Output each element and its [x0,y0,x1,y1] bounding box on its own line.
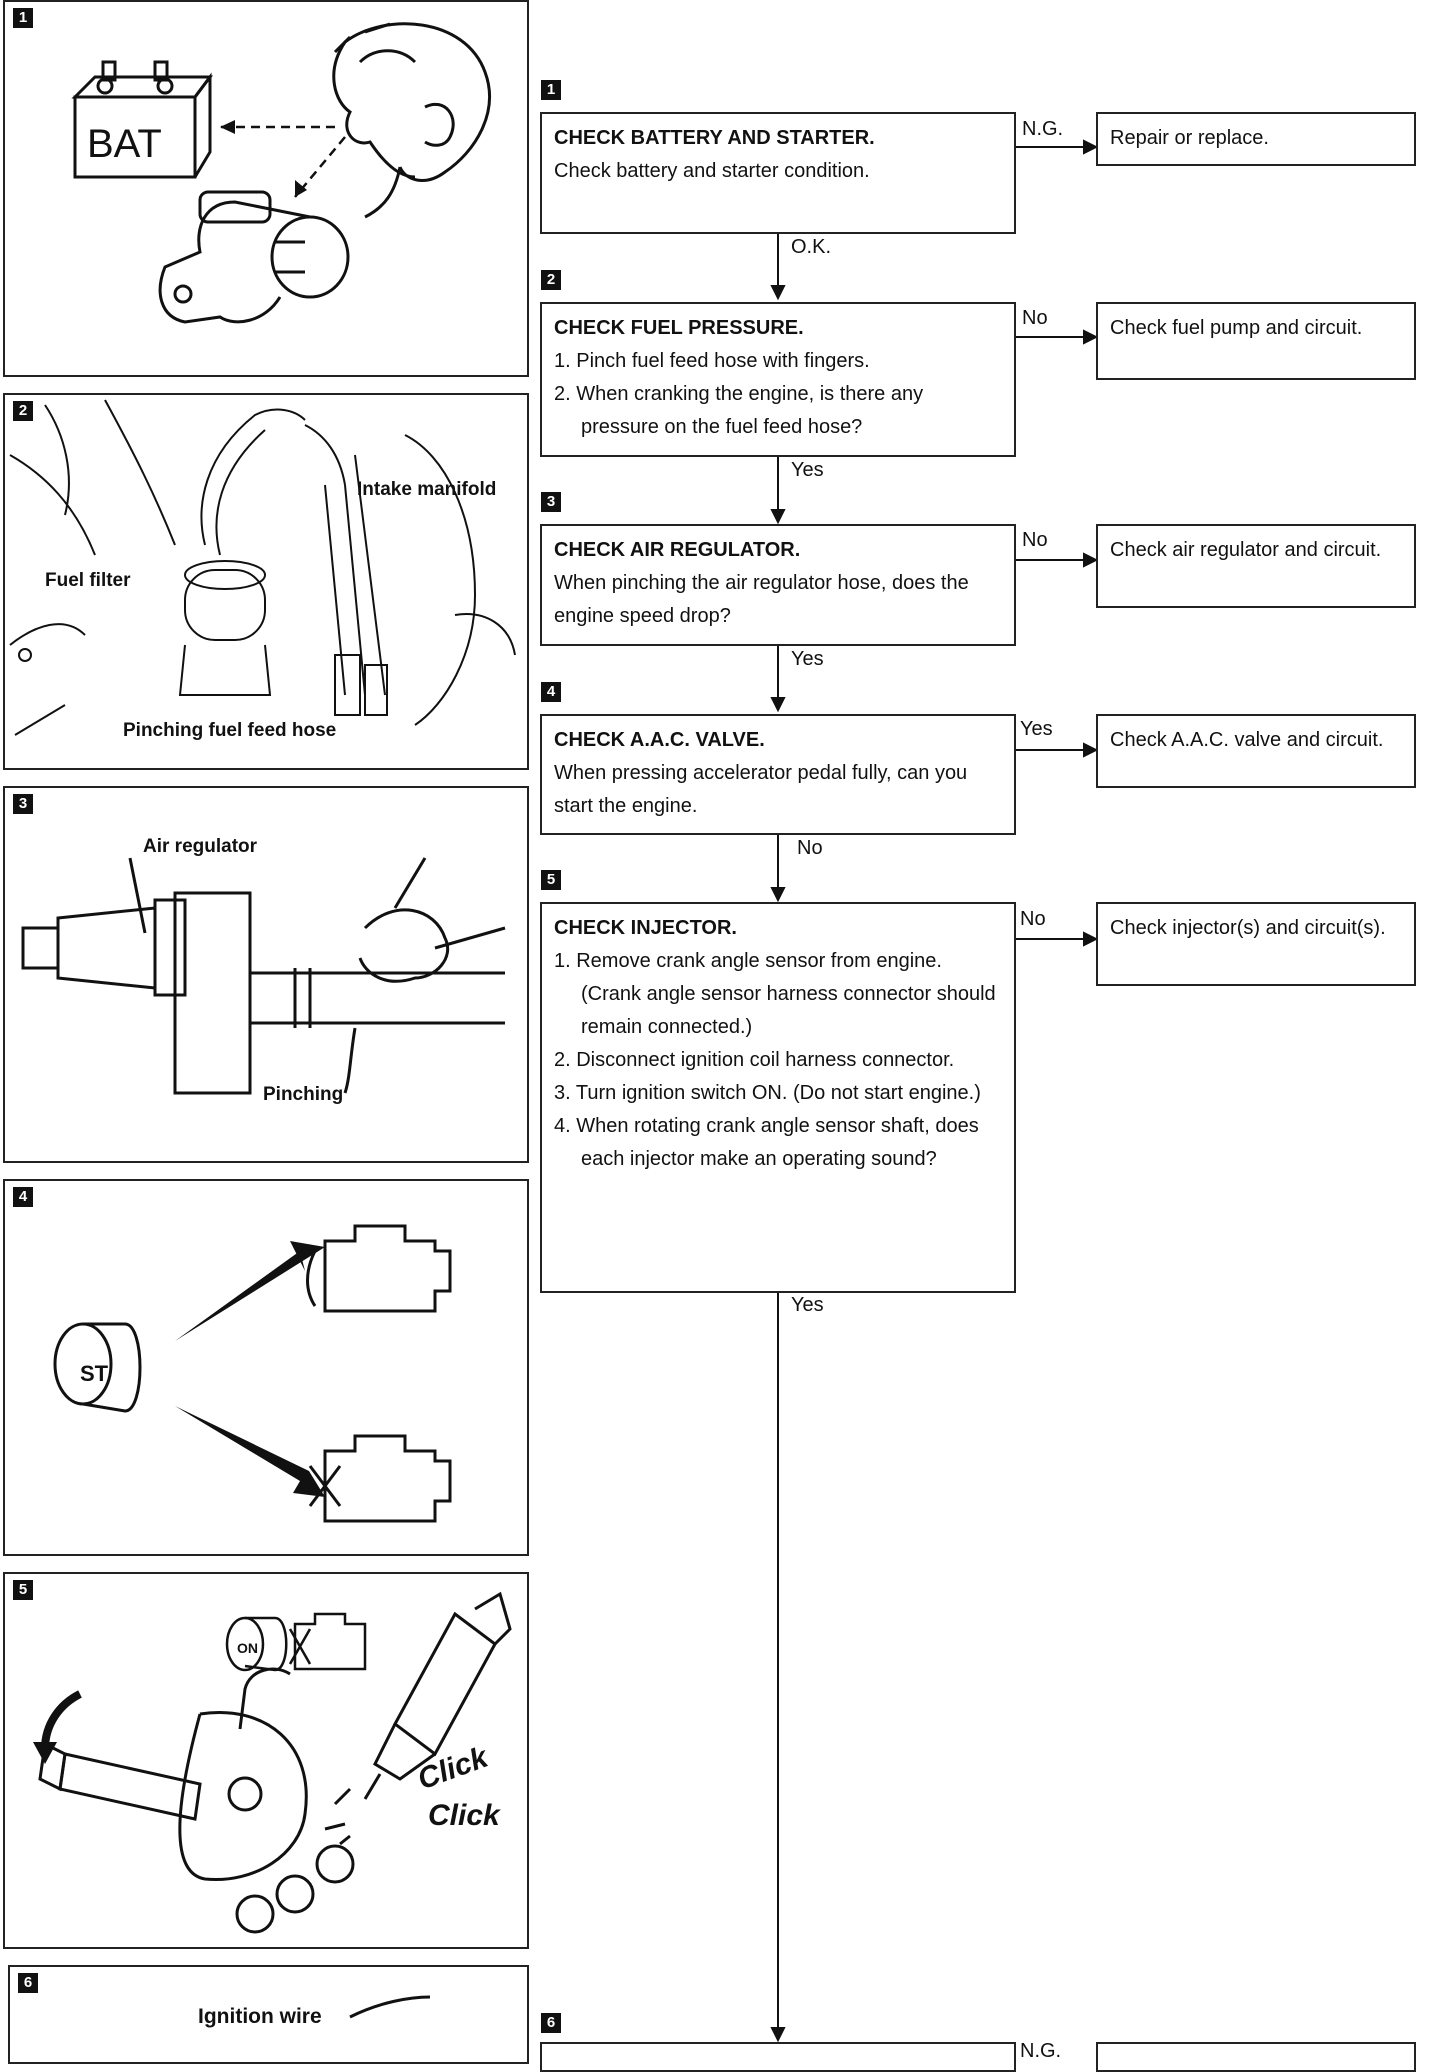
step-2-item-2: 2. When cranking the engine, is there an… [554,383,924,438]
step-4-box: CHECK A.A.C. VALVE. When pressing accele… [540,714,1016,835]
arrow-up-icon [175,1241,325,1341]
step-2-next-label: Yes [791,459,824,481]
step-1-box: CHECK BATTERY AND STARTER. Check battery… [540,112,1016,234]
step-3-box: CHECK AIR REGULATOR. When pinching the a… [540,524,1016,646]
step-3-branch-label: No [1022,529,1048,551]
step-3-result-text: Check air regulator and circuit. [1110,539,1382,561]
step-5-next-label: Yes [791,1294,824,1316]
figure-5-number: 5 [13,1580,33,1600]
figure-4-panel: 4 ST [3,1179,529,1556]
step-1-branch-label: N.G. [1022,118,1064,140]
step-2-branch-label: No [1022,307,1048,329]
injector-test-illustration: ON [33,1591,512,1934]
step-6-number: 6 [541,2013,561,2033]
step-4-result: Check A.A.C. valve and circuit. [1096,714,1416,788]
figure-3-number: 3 [13,794,33,814]
step-5-result: Check injector(s) and circuit(s). [1096,902,1416,986]
ignition-wire-label: Ignition wire [198,2005,322,2028]
battery-label: BAT [87,122,162,166]
step-3-number: 3 [541,492,561,512]
ignition-key-icon [53,1322,142,1413]
step-5-box: CHECK INJECTOR. 1. Remove crank angle se… [540,902,1016,1293]
step-6-box [540,2042,1016,2072]
step-1-result: Repair or replace. [1096,112,1416,166]
step-5-branch-label: No [1020,908,1046,930]
step-5-title: CHECK INJECTOR. [554,917,737,939]
battery-icon [71,60,213,179]
step-4-number: 4 [541,682,561,702]
figure-1-number: 1 [13,8,33,28]
figure-1-panel: 1 BAT [3,0,529,377]
mechanic-head-icon [332,22,491,219]
click-label-2: Click [428,1799,500,1832]
step-5-item-4: 4. When rotating crank angle sensor shaf… [554,1115,979,1170]
step-4-branch-label: Yes [1020,718,1053,740]
key-st-label: ST [80,1361,109,1386]
step-4-title: CHECK A.A.C. VALVE. [554,729,765,751]
step-1-number: 1 [541,80,561,100]
intake-manifold-label: Intake manifold [357,479,497,500]
air-regulator-illustration [21,857,506,1095]
step-2-box: CHECK FUEL PRESSURE. 1. Pinch fuel feed … [540,302,1016,457]
step-5-item-1: 1. Remove crank angle sensor from engine… [554,950,996,1038]
step-1-result-text: Repair or replace. [1110,127,1269,149]
step-3-result: Check air regulator and circuit. [1096,524,1416,608]
step-3-next-label: Yes [791,648,824,670]
figure-2-number: 2 [13,401,33,421]
step-5-number: 5 [541,870,561,890]
step-4-text: When pressing accelerator pedal fully, c… [554,762,968,817]
step-2-number: 2 [541,270,561,290]
step-5-result-text: Check injector(s) and circuit(s). [1110,917,1386,939]
step-6-branch-label: N.G. [1020,2040,1062,2062]
engine-stalled-icon [308,1434,452,1523]
key-on-label: ON [237,1640,258,1656]
arrow-down-icon [175,1406,325,1497]
fuel-filter-label: Fuel filter [45,570,131,591]
step-2-result-text: Check fuel pump and circuit. [1110,317,1363,339]
battery-starter-illustration: BAT [71,22,491,324]
figure-3-panel: 3 Air regulator Pinching [3,786,529,1163]
step-5-item-2: 2. Disconnect ignition coil harness conn… [554,1049,955,1071]
pinching-label: Pinching [263,1084,344,1105]
engine-running-icon [306,1224,452,1313]
air-regulator-label: Air regulator [143,836,258,857]
step-2-title: CHECK FUEL PRESSURE. [554,317,804,339]
crank-angle-sensor-icon [38,1667,355,1934]
figure-2-panel: 2 Intake manifold Fuel filter Pinching f… [3,393,529,770]
pinching-fuel-feed-hose-label: Pinching fuel feed hose [123,720,337,741]
starter-motor-icon [158,190,350,324]
figure-4-number: 4 [13,1187,33,1207]
injector-icon [324,1591,512,1846]
step-4-result-text: Check A.A.C. valve and circuit. [1110,729,1384,751]
step-1-text: Check battery and starter condition. [554,160,870,182]
step-3-title: CHECK AIR REGULATOR. [554,539,801,561]
fuel-filter-illustration [9,399,516,736]
step-1-next-label: O.K. [791,236,832,258]
figure-6-panel: 6 Ignition wire [8,1965,529,2064]
step-3-text: When pinching the air regulator hose, do… [554,572,969,627]
step-6-result [1096,2042,1416,2072]
step-5-item-3: 3. Turn ignition switch ON. (Do not star… [554,1082,981,1104]
figure-6-number: 6 [18,1973,38,1993]
step-2-result: Check fuel pump and circuit. [1096,302,1416,380]
ignition-key-start-illustration: ST [53,1224,452,1523]
step-4-next-label: No [797,837,823,859]
step-1-title: CHECK BATTERY AND STARTER. [554,127,875,149]
step-2-item-1: 1. Pinch fuel feed hose with fingers. [554,350,870,372]
figure-5-panel: 5 ON Click Click [3,1572,529,1949]
